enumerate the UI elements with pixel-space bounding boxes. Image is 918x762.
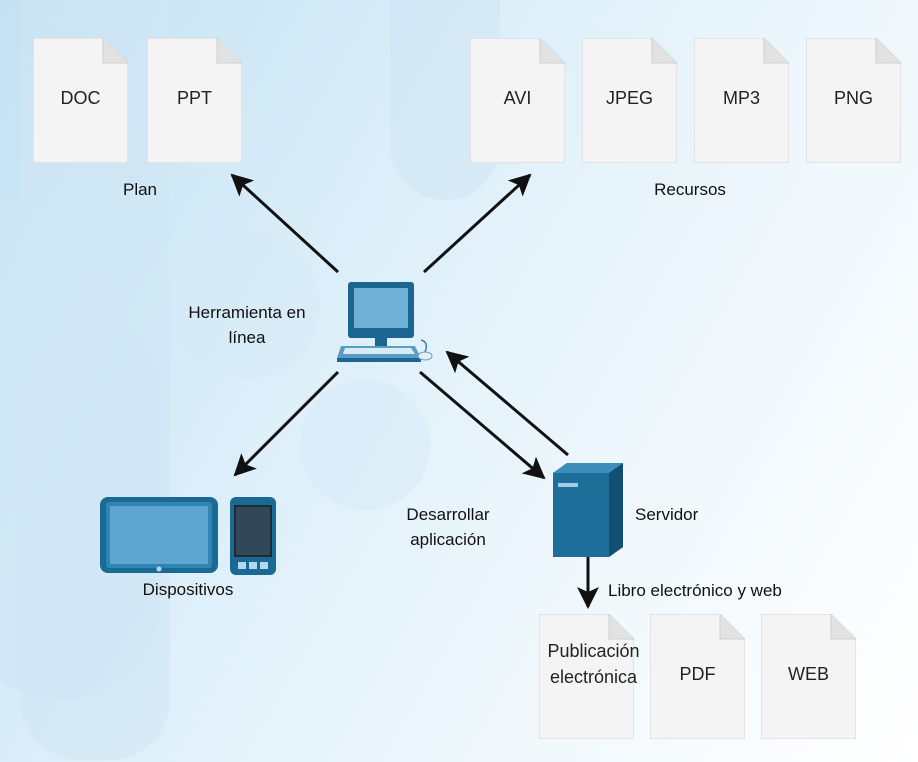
document-epub: Publicación electrónica bbox=[539, 614, 640, 739]
file-label: PDF bbox=[679, 664, 716, 684]
document-mp3: MP3 bbox=[694, 38, 789, 163]
file-label: PPT bbox=[176, 88, 212, 108]
file-label: MP3 bbox=[722, 88, 760, 108]
plan-label: Plan bbox=[122, 180, 158, 199]
arrow-server-to-computer bbox=[445, 350, 569, 457]
file-label: AVI bbox=[503, 88, 532, 108]
document-icon bbox=[147, 38, 242, 163]
document-icon bbox=[470, 38, 565, 163]
server-label: Servidor bbox=[635, 505, 699, 524]
resources-label: Recursos bbox=[654, 180, 726, 199]
document-icon bbox=[33, 38, 128, 163]
devices-label: Dispositivos bbox=[142, 580, 234, 599]
document-icon bbox=[806, 38, 901, 163]
document-web: WEB bbox=[761, 614, 856, 739]
desktop-computer-icon bbox=[337, 282, 433, 362]
arrow-to-plan bbox=[230, 173, 340, 274]
document-jpeg: JPEG bbox=[582, 38, 677, 163]
arrow-to-resources bbox=[422, 173, 532, 274]
arrow-to-devices bbox=[233, 370, 340, 477]
online-tool-label: Herramienta en línea bbox=[188, 303, 306, 347]
file-label: DOC bbox=[60, 88, 101, 108]
ebook-web-label: Libro electrónico y web bbox=[608, 581, 782, 600]
file-label: PNG bbox=[833, 88, 873, 108]
tablet-icon bbox=[100, 497, 218, 573]
arrow-to-server bbox=[419, 370, 546, 480]
document-icon bbox=[582, 38, 677, 163]
server-icon bbox=[553, 463, 623, 557]
document-icon bbox=[650, 614, 745, 739]
develop-app-label: Desarrollar aplicación bbox=[406, 505, 490, 549]
document-pdf: PDF bbox=[650, 614, 745, 739]
background-shape bbox=[300, 380, 430, 510]
document-icon bbox=[761, 614, 856, 739]
document-ppt: PPT bbox=[147, 38, 242, 163]
file-label: WEB bbox=[787, 664, 829, 684]
file-label: Publicación electrónica bbox=[547, 641, 640, 687]
phone-icon bbox=[230, 497, 276, 575]
document-avi: AVI bbox=[470, 38, 565, 163]
background-shape bbox=[170, 230, 320, 380]
document-icon bbox=[694, 38, 789, 163]
document-icon bbox=[539, 614, 634, 739]
document-png: PNG bbox=[806, 38, 901, 163]
file-label: JPEG bbox=[605, 88, 653, 108]
document-doc: DOC bbox=[33, 38, 128, 163]
